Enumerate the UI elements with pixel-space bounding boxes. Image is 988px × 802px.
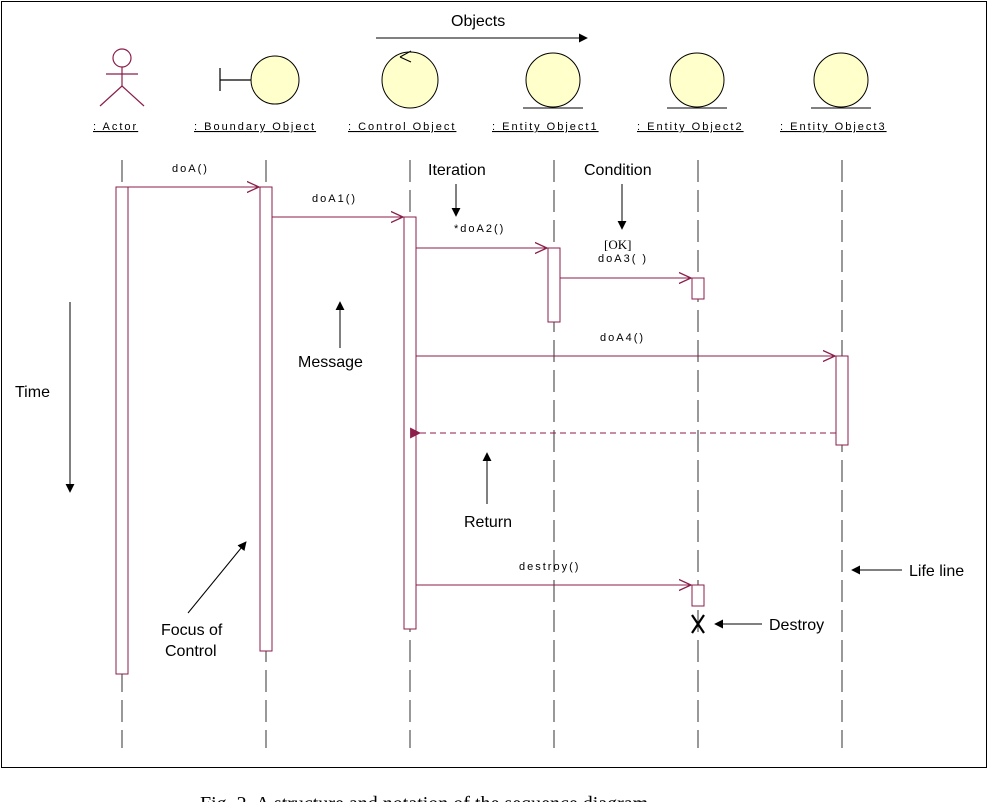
condition-guard: [OK]: [604, 237, 631, 252]
objects-label: Objects: [451, 13, 505, 30]
entity-object1-icon: [523, 52, 583, 109]
participant-label-entity3: : Entity Object3: [780, 121, 887, 133]
activation-actor: [115, 186, 129, 675]
boundary-object-icon: [219, 55, 300, 105]
message-destroy-label: destroy(): [519, 561, 580, 573]
entity-object2-icon: [667, 52, 727, 109]
return-annotation: Return: [464, 514, 512, 531]
participant-label-entity1: : Entity Object1: [492, 121, 599, 133]
condition-annotation: Condition: [584, 162, 652, 179]
destroy-annotation: Destroy: [769, 617, 824, 634]
activation-entity3: [835, 355, 849, 446]
participant-label-entity2: : Entity Object2: [637, 121, 744, 133]
message-doA-label: doA(): [172, 163, 209, 175]
actor-icon: [99, 48, 145, 107]
activation-entity2-a: [691, 277, 705, 300]
focus-of-control-annotation-line1: Focus of: [161, 622, 223, 639]
entity-object3-icon: [811, 52, 871, 109]
participant-label-boundary: : Boundary Object: [194, 121, 316, 133]
time-annotation: Time: [15, 384, 50, 401]
activation-entity2-b: [691, 584, 705, 607]
activation-control: [403, 216, 417, 630]
lifeline-annotation: Life line: [909, 563, 964, 580]
message-doA4-label: doA4(): [600, 332, 645, 344]
message-doA1-label: doA1(): [312, 193, 357, 205]
focus-of-control-annotation-line2: Control: [165, 643, 217, 660]
message-doA3-label: doA3( ): [598, 253, 648, 265]
activation-boundary: [259, 186, 273, 652]
iteration-annotation: Iteration: [428, 162, 486, 179]
participant-label-control: : Control Object: [348, 121, 456, 133]
participant-label-actor: : Actor: [93, 121, 138, 133]
control-object-icon: [381, 50, 439, 109]
message-annotation: Message: [298, 354, 363, 371]
activation-entity1: [547, 247, 561, 323]
destroy-x-icon: [691, 614, 705, 634]
figure-caption: Fig. 2. A structure and notation of the …: [200, 793, 649, 802]
focus-of-control-pointer: [187, 541, 247, 614]
message-doA2-label: *doA2(): [454, 223, 505, 235]
diagram-frame: [1, 1, 987, 768]
